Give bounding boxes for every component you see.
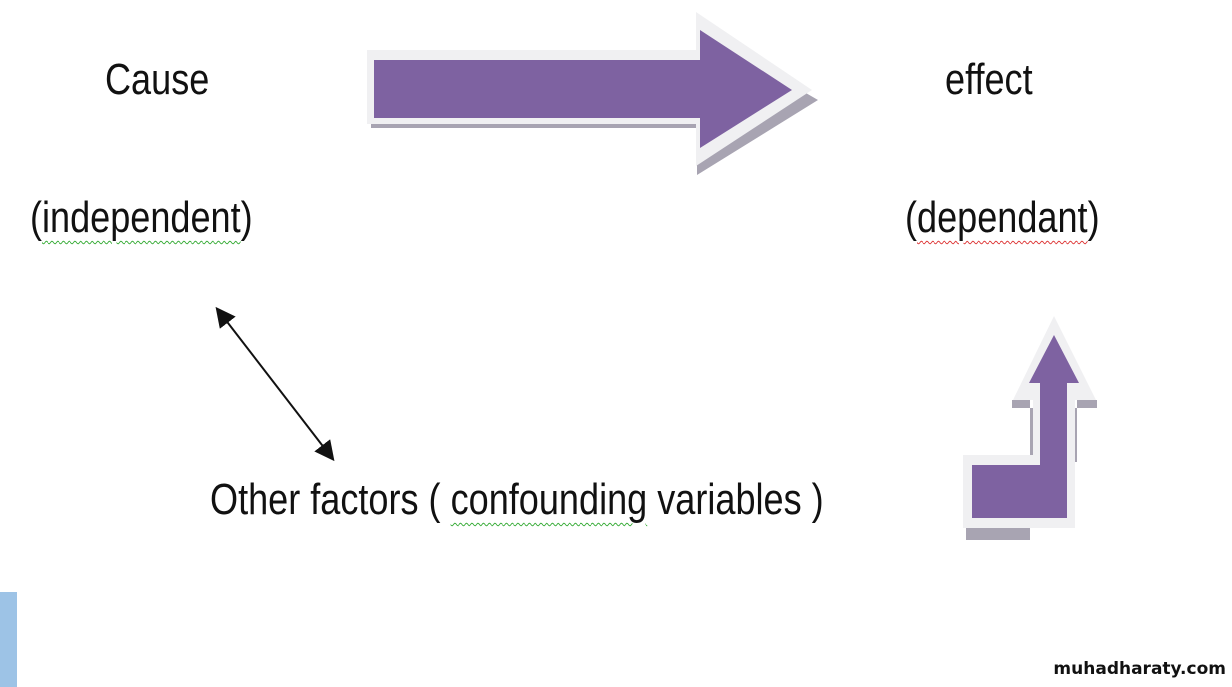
paren-open: (	[30, 193, 43, 242]
dependant-label: (dependant)	[905, 196, 1100, 240]
other-prefix: Other factors (	[210, 475, 451, 524]
other-suffix: variables )	[647, 475, 824, 524]
dependant-word: dependant	[917, 193, 1088, 242]
confounding-word: confounding	[450, 475, 648, 524]
other-factors-label: Other factors ( confounding variables )	[210, 478, 824, 522]
bent-up-arrow	[963, 316, 1097, 540]
effect-label: effect	[945, 55, 1033, 104]
paren-close: )	[240, 193, 253, 242]
confounding-double-arrow	[215, 306, 335, 462]
watermark: muhadharaty.com	[1053, 659, 1226, 679]
accent-bar	[0, 592, 17, 687]
cause-label: Cause	[105, 55, 210, 104]
paren-open: (	[905, 193, 918, 242]
independent-label: (independent)	[30, 196, 253, 240]
paren-close: )	[1087, 193, 1100, 242]
cause-effect-arrow	[367, 12, 818, 175]
independent-word: independent	[42, 193, 241, 242]
